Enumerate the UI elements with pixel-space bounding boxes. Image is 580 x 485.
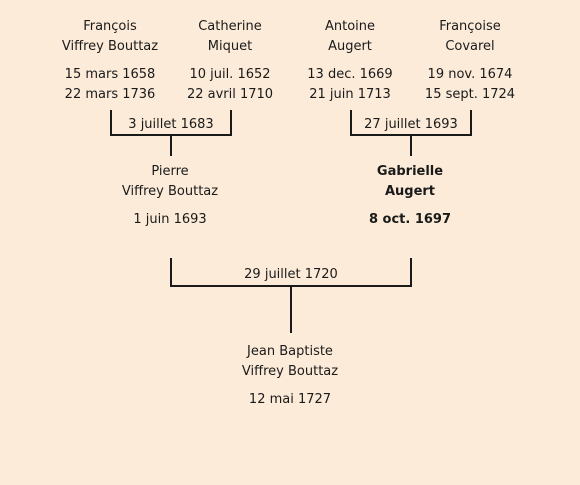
connector-line bbox=[410, 134, 412, 156]
birth-date: 13 dec. 1669 bbox=[307, 67, 393, 82]
first-name: François bbox=[83, 19, 137, 34]
person-jean-baptiste: Jean Baptiste Viffrey Bouttaz 12 mai 172… bbox=[210, 342, 370, 410]
last-name: Viffrey Bouttaz bbox=[121, 184, 219, 199]
person-francois: François Viffrey Bouttaz 15 mars 1658 22… bbox=[50, 17, 170, 105]
person-antoine: Antoine Augert 13 dec. 1669 21 juin 1713 bbox=[290, 17, 410, 105]
person-gabrielle: Gabrielle Augert 8 oct. 1697 bbox=[340, 162, 480, 230]
marriage-date-paternal: 3 juillet 1683 bbox=[128, 117, 214, 132]
connector-line bbox=[170, 134, 172, 156]
connector-line bbox=[230, 110, 232, 136]
connector-line bbox=[350, 110, 352, 136]
birth-date: 10 juil. 1652 bbox=[189, 67, 271, 82]
last-name: Viffrey Bouttaz bbox=[241, 364, 339, 379]
last-name: Augert bbox=[328, 39, 372, 54]
death-date: 15 sept. 1724 bbox=[424, 87, 516, 102]
first-name: Gabrielle bbox=[376, 164, 444, 179]
last-name: Miquet bbox=[207, 39, 253, 54]
death-date: 22 avril 1710 bbox=[186, 87, 274, 102]
first-name: Françoise bbox=[439, 19, 501, 34]
connector-line bbox=[110, 110, 112, 136]
death-date: 22 mars 1736 bbox=[64, 87, 156, 102]
person-francoise: Françoise Covarel 19 nov. 1674 15 sept. … bbox=[410, 17, 530, 105]
first-name: Antoine bbox=[324, 19, 376, 34]
connector-line bbox=[410, 258, 412, 287]
marriage-date-parents: 29 juillet 1720 bbox=[244, 267, 338, 282]
birth-date: 8 oct. 1697 bbox=[368, 212, 452, 227]
birth-date: 15 mars 1658 bbox=[64, 67, 156, 82]
birth-date: 1 juin 1693 bbox=[133, 212, 207, 227]
first-name: Pierre bbox=[151, 164, 189, 179]
marriage-date-maternal: 27 juillet 1693 bbox=[364, 117, 458, 132]
birth-date: 12 mai 1727 bbox=[248, 392, 332, 407]
connector-line bbox=[290, 285, 292, 333]
death-date: 21 juin 1713 bbox=[309, 87, 391, 102]
last-name: Viffrey Bouttaz bbox=[61, 39, 159, 54]
person-pierre: Pierre Viffrey Bouttaz 1 juin 1693 bbox=[100, 162, 240, 230]
connector-line bbox=[170, 258, 172, 287]
birth-date: 19 nov. 1674 bbox=[427, 67, 513, 82]
last-name: Augert bbox=[384, 184, 436, 199]
first-name: Catherine bbox=[198, 19, 262, 34]
first-name: Jean Baptiste bbox=[247, 344, 333, 359]
person-catherine: Catherine Miquet 10 juil. 1652 22 avril … bbox=[170, 17, 290, 105]
last-name: Covarel bbox=[445, 39, 495, 54]
connector-line bbox=[470, 110, 472, 136]
